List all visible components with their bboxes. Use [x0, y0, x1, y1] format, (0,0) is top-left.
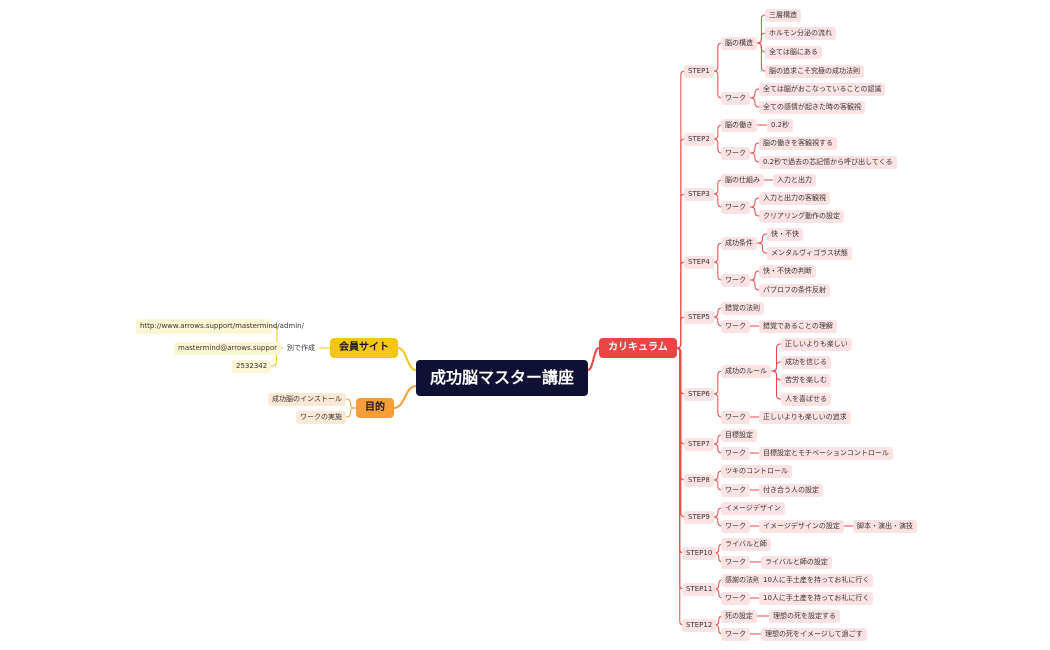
topic-s11b[interactable]: ワーク	[721, 591, 750, 605]
topic-s3b2[interactable]: クリアリング動作の設定	[759, 209, 844, 223]
topic-s12b[interactable]: ワーク	[721, 627, 750, 641]
topic-s1a1[interactable]: 三層構造	[765, 8, 801, 22]
topic-s1b2[interactable]: 全ての感情が起きた時の客観視	[759, 100, 865, 114]
topic-s2b[interactable]: ワーク	[721, 146, 750, 160]
topic-s12b1[interactable]: 理想の死をイメージして過ごす	[761, 627, 867, 641]
topic-s4b2[interactable]: パブロフの条件反射	[759, 283, 830, 297]
topic-s3b1[interactable]: 入力と出力の客観視	[759, 191, 830, 205]
topic-s11a1[interactable]: 10人に手土産を持ってお礼に行く	[759, 573, 874, 587]
topic-s11[interactable]: STEP11	[682, 582, 717, 596]
topic-s4a1[interactable]: 快・不快	[767, 227, 803, 241]
topic-s10b[interactable]: ワーク	[721, 555, 750, 569]
topic-s1a4[interactable]: 脳の追求こそ究極の成功法則	[765, 64, 864, 78]
topic-p2[interactable]: ワークの実施	[296, 410, 346, 424]
topic-s2[interactable]: STEP2	[684, 132, 714, 146]
topic-s2b2[interactable]: 0.2秒で過去の芯記憶から呼び出してくる	[759, 155, 897, 169]
topic-s1[interactable]: STEP1	[684, 64, 714, 78]
topic-s4b[interactable]: ワーク	[721, 273, 750, 287]
topic-s6a1[interactable]: 正しいよりも楽しい	[781, 337, 852, 351]
topic-s9b1[interactable]: イメージデザインの設定	[759, 519, 844, 533]
topic-s2a1[interactable]: 0.2秒	[767, 118, 794, 132]
branch-curriculum[interactable]: カリキュラム	[599, 338, 677, 358]
topic-s6a3[interactable]: 苦労を楽しむ	[781, 373, 831, 387]
topic-s7a[interactable]: 目標設定	[721, 428, 757, 442]
topic-s8[interactable]: STEP8	[684, 473, 714, 487]
topic-s7b[interactable]: ワーク	[721, 446, 750, 460]
topic-s1b1[interactable]: 全ては脳がおこなっていることの認識	[759, 82, 886, 96]
topic-s12a[interactable]: 死の設定	[721, 609, 757, 623]
topic-s6b1[interactable]: 正しいよりも楽しいの追求	[759, 410, 851, 424]
topic-s2a[interactable]: 脳の働き	[721, 118, 757, 132]
topic-s9b1a[interactable]: 脚本・演出・演技	[853, 519, 917, 533]
topic-s9a[interactable]: イメージデザイン	[721, 501, 785, 515]
topic-s10b1[interactable]: ライバルと師の設定	[761, 555, 832, 569]
topic-s5a[interactable]: 錯覚の法則	[721, 301, 764, 315]
topic-s6a[interactable]: 成功のルール	[721, 364, 771, 378]
topic-s11b1[interactable]: 10人に手土産を持ってお礼に行く	[759, 591, 874, 605]
topic-s2b1[interactable]: 脳の働きを客観視する	[759, 136, 837, 150]
topic-m1[interactable]: 別で作成	[287, 343, 315, 352]
topic-s4a2[interactable]: メンタルヴィゴラス状態	[767, 246, 852, 260]
topic-s8b[interactable]: ワーク	[721, 483, 750, 497]
topic-s1a[interactable]: 脳の構造	[721, 36, 757, 50]
topic-s6a4[interactable]: 人を喜ばせる	[781, 392, 831, 406]
topic-m1c[interactable]: 2532342	[232, 359, 272, 373]
topic-s1b[interactable]: ワーク	[721, 91, 750, 105]
topic-s3a[interactable]: 脳の仕組み	[721, 173, 764, 187]
topic-s9[interactable]: STEP9	[684, 510, 714, 524]
topic-s7[interactable]: STEP7	[684, 437, 714, 451]
topic-m1b[interactable]: mastermind@arrows.suppor	[174, 341, 281, 355]
central-topic[interactable]: 成功脳マスター講座	[416, 360, 589, 396]
topic-s6b[interactable]: ワーク	[721, 410, 750, 424]
topic-s4a[interactable]: 成功条件	[721, 236, 757, 250]
topic-s5[interactable]: STEP5	[684, 310, 714, 324]
topic-p1[interactable]: 成功脳のインストール	[268, 392, 346, 406]
topic-s1a2[interactable]: ホルモン分泌の流れ	[765, 26, 836, 40]
topic-m1a[interactable]: http://www.arrows.support/mastermind/adm…	[136, 318, 304, 334]
topic-s3[interactable]: STEP3	[684, 187, 714, 201]
topic-s8b1[interactable]: 付き合う人の設定	[759, 483, 823, 497]
topic-s4[interactable]: STEP4	[684, 255, 714, 269]
topic-s10a[interactable]: ライバルと師	[721, 537, 771, 551]
topic-s6[interactable]: STEP6	[684, 387, 714, 401]
topic-s6a2[interactable]: 成功を信じる	[781, 355, 831, 369]
topic-s9b[interactable]: ワーク	[721, 519, 750, 533]
branch-purpose[interactable]: 目的	[356, 398, 394, 418]
topic-s11a[interactable]: 感謝の法則	[721, 573, 764, 587]
topic-s7b1[interactable]: 目標設定とモチベーションコントロール	[759, 446, 893, 460]
topic-s1a3[interactable]: 全ては脳にある	[765, 45, 822, 59]
topic-s3a1[interactable]: 入力と出力	[773, 173, 816, 187]
topic-s8a[interactable]: ツキのコントロール	[721, 464, 792, 478]
topic-s3b[interactable]: ワーク	[721, 200, 750, 214]
branch-member[interactable]: 会員サイト	[330, 338, 398, 358]
topic-s10[interactable]: STEP10	[682, 546, 717, 560]
topic-s5b[interactable]: ワーク	[721, 319, 750, 333]
topic-s4b1[interactable]: 快・不快の判断	[759, 264, 816, 278]
topic-s12a1[interactable]: 理想の死を設定する	[769, 609, 840, 623]
topic-s12[interactable]: STEP12	[682, 618, 717, 632]
topic-s5b1[interactable]: 錯覚であることの理解	[759, 319, 837, 333]
